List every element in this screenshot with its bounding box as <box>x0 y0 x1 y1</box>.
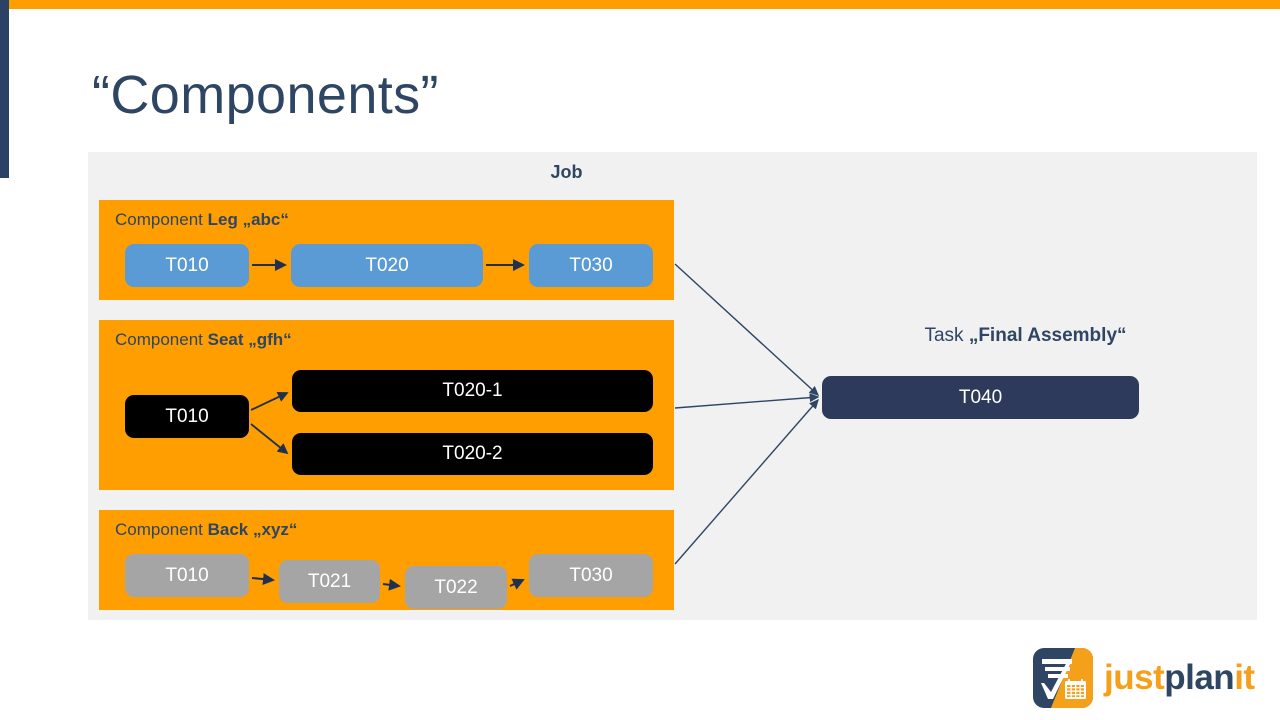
component-label-name: Leg „abc“ <box>207 210 289 229</box>
assembly-label-prefix: Task <box>924 325 969 346</box>
task-box-leg-t030[interactable]: T030 <box>529 244 653 287</box>
task-box-back-t021[interactable]: T021 <box>279 560 380 603</box>
component-label-seat: Component Seat „gfh“ <box>115 330 292 350</box>
component-label-name: Seat „gfh“ <box>207 330 292 349</box>
task-box-back-t010[interactable]: T010 <box>125 554 249 597</box>
component-label-prefix: Component <box>115 520 208 539</box>
component-block-seat: Component Seat „gfh“ T010 T020-1 T020-2 <box>99 320 674 490</box>
slide-accent-bar-left <box>0 0 9 178</box>
logo-wordmark: justplanit <box>1104 658 1255 698</box>
assembly-label-name: „Final Assembly“ <box>968 325 1127 346</box>
logo-word-plan: plan <box>1164 658 1235 697</box>
task-box-seat-t020-1[interactable]: T020-1 <box>292 370 653 412</box>
component-label-back: Component Back „xyz“ <box>115 520 297 540</box>
task-box-final-assembly-t040[interactable]: T040 <box>822 376 1139 419</box>
component-block-back: Component Back „xyz“ T010 T021 T022 T030 <box>99 510 674 610</box>
page-title: “Components” <box>92 65 439 125</box>
task-box-back-t022[interactable]: T022 <box>405 566 507 609</box>
task-box-leg-t010[interactable]: T010 <box>125 244 249 287</box>
component-label-name: Back „xyz“ <box>207 520 298 539</box>
slide-accent-bar-top <box>9 0 1280 9</box>
component-label-prefix: Component <box>115 210 208 229</box>
task-box-back-t030[interactable]: T030 <box>529 554 653 597</box>
task-box-seat-t020-2[interactable]: T020-2 <box>292 433 653 475</box>
brand-logo: justplanit <box>1032 646 1258 710</box>
logo-word-it: it <box>1234 658 1255 697</box>
assembly-label: Task „Final Assembly“ <box>824 325 1227 347</box>
job-label: Job <box>550 162 583 182</box>
component-label-prefix: Component <box>115 330 208 349</box>
component-block-leg: Component Leg „abc“ T010 T020 T030 <box>99 200 674 300</box>
logo-word-just: just <box>1104 658 1165 697</box>
task-box-seat-t010[interactable]: T010 <box>125 395 249 438</box>
just-plan-it-logo-icon <box>1033 648 1093 708</box>
component-label-leg: Component Leg „abc“ <box>115 210 289 230</box>
task-box-leg-t020[interactable]: T020 <box>291 244 483 287</box>
job-panel: Job Component Leg „abc“ T010 T020 T030 C… <box>88 152 1257 620</box>
